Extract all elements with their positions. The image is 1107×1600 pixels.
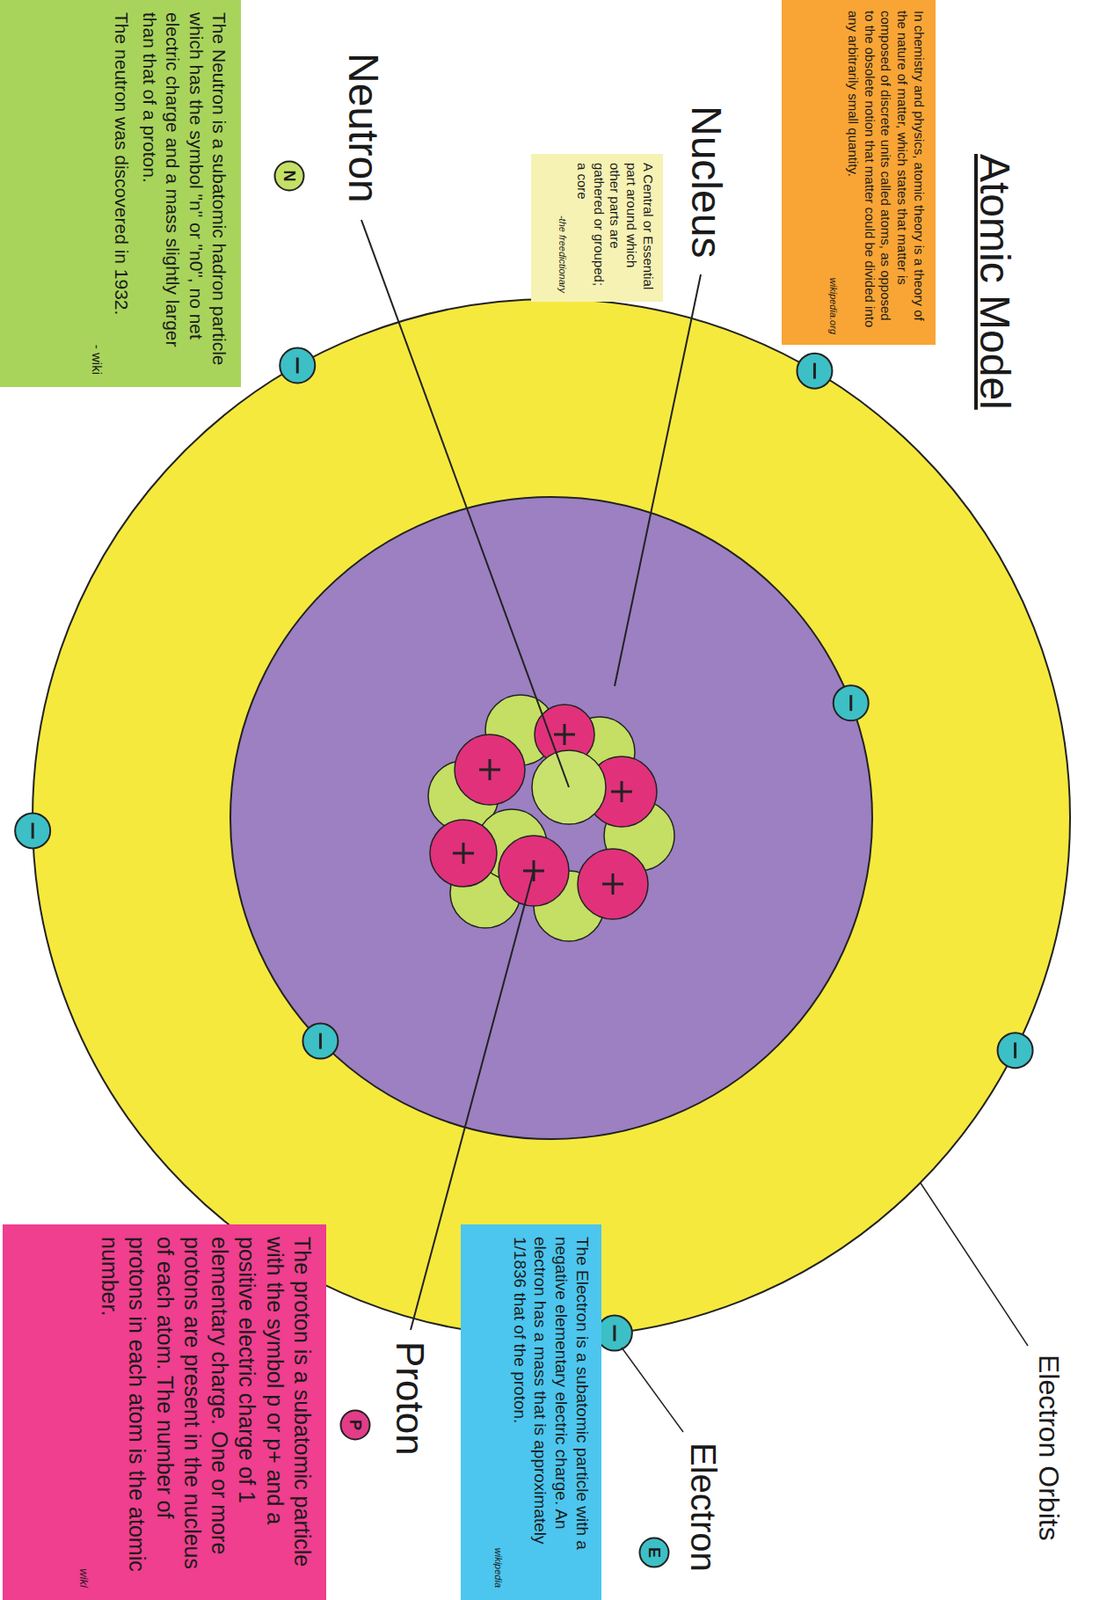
electron (796, 353, 832, 389)
definition-card: In chemistry and physics, atomic theory … (781, 0, 936, 345)
source-note: wiki (76, 1236, 91, 1588)
minus-sign (31, 822, 35, 838)
definition-card: The Neutron is a subatomic hadron partic… (0, 0, 241, 387)
proton-particle (454, 734, 525, 805)
definition-text: In chemistry and physics, atomic theory … (844, 10, 927, 335)
electron (997, 1032, 1034, 1068)
part-label: Proton (386, 1340, 432, 1456)
electron-dot (833, 684, 869, 721)
proton-particle (577, 848, 649, 919)
symbol-letter: N (273, 160, 306, 192)
nucleus-cluster (428, 694, 675, 941)
definition-text: The Neutron is a subatomic hadron partic… (138, 12, 231, 375)
electron-dot (796, 353, 832, 389)
electron-dot (279, 347, 315, 383)
minus-sign (1013, 1041, 1017, 1058)
source-note: The neutron was discovered in 1932. (109, 12, 133, 375)
plus-sign (602, 873, 624, 895)
part-label: Electron Orbits (1032, 1354, 1065, 1541)
definition-text: A Central or Essential part around which… (573, 162, 656, 293)
definition-text: The Electron is a subatomic particle wit… (509, 1236, 593, 1588)
symbol-circle: N (273, 160, 306, 192)
outer-orbit (32, 298, 1071, 1337)
electron (597, 1315, 633, 1351)
electron (302, 1023, 338, 1059)
electron (833, 684, 869, 721)
electron-dot (302, 1023, 338, 1059)
definition-card: A Central or Essential part around which… (531, 153, 663, 302)
leader-line (614, 274, 701, 686)
minus-sign (813, 363, 816, 379)
minus-sign (319, 1033, 322, 1049)
electron-dot (14, 812, 51, 848)
symbol-circle: P (339, 1408, 372, 1441)
plus-sign (553, 723, 576, 745)
proton-particle (454, 734, 525, 805)
proton-particle (429, 819, 497, 887)
part-label: Electron (683, 1442, 724, 1572)
plus-sign (452, 842, 474, 864)
leader-line (361, 219, 569, 787)
leader-line (920, 1182, 1028, 1346)
minus-sign (612, 1325, 616, 1341)
definition-card: The Electron is a subatomic particle wit… (460, 1223, 602, 1600)
source-note: - wiki (87, 12, 105, 375)
title: Atomic Model (970, 153, 1020, 410)
definition-card: The proton is a subatomic particle with … (2, 1223, 327, 1600)
symbol-circle: E (638, 1536, 671, 1568)
electron-dot (597, 1315, 633, 1351)
plus-sign (611, 780, 633, 802)
minus-sign (296, 356, 299, 373)
source-note: wikipedia.org (827, 10, 840, 335)
part-label: Nucleus (682, 105, 731, 258)
electron-dot (997, 1032, 1034, 1068)
atom (14, 298, 1071, 1351)
proton-particle (429, 819, 497, 887)
leader-line (621, 1347, 684, 1432)
symbol-letter: E (638, 1536, 671, 1568)
source-note: -the freedictionary (556, 162, 569, 293)
part-label: Neutron (339, 52, 388, 204)
symbol-letter: P (339, 1408, 372, 1441)
source-note: wikipedia (491, 1236, 504, 1588)
plus-sign (479, 758, 501, 780)
definition-text: The proton is a subatomic particle with … (95, 1236, 316, 1588)
electron (14, 812, 51, 848)
minus-sign (849, 694, 853, 711)
inner-orbit (230, 496, 873, 1139)
proton-particle (577, 848, 649, 919)
electron (279, 347, 315, 383)
